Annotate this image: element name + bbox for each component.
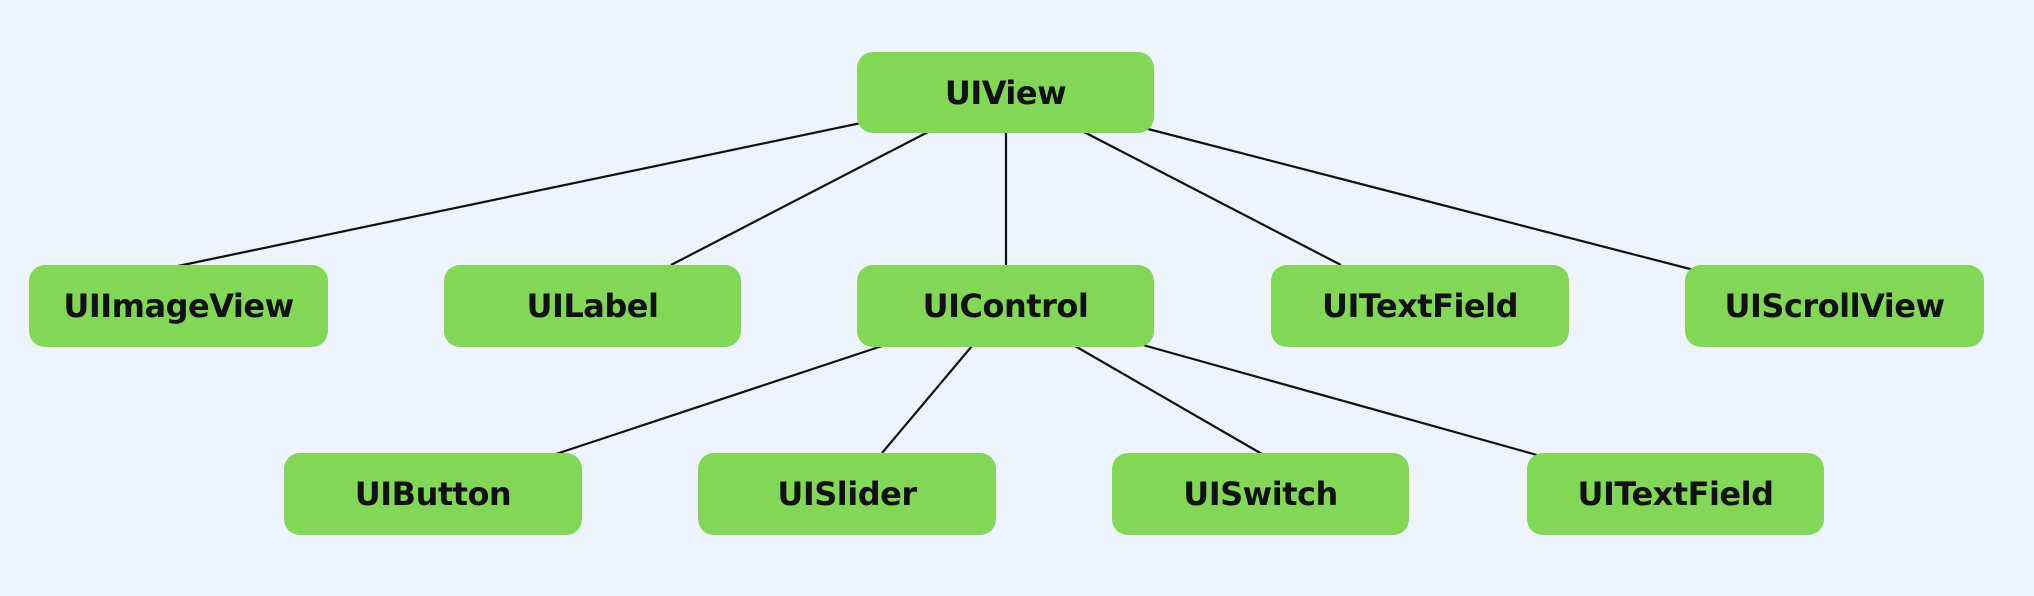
node-uitextfield: UITextField [1271, 265, 1569, 347]
node-uislider: UISlider [698, 453, 996, 535]
node-uiscrollview: UIScrollView [1685, 265, 1984, 347]
node-uitextfield-control: UITextField [1527, 453, 1824, 535]
node-uibutton: UIButton [284, 453, 582, 535]
node-label: UIView [944, 73, 1067, 112]
edge-uicontrol-uitextfield [1142, 343, 1538, 457]
node-label: UITextField [1321, 287, 1519, 325]
node-label: UISlider [777, 475, 917, 513]
node-label: UIButton [354, 475, 512, 513]
node-label: UISwitch [1183, 475, 1338, 513]
node-label: UIImageView [63, 287, 294, 325]
edge-uicontrol-uiswitch [1074, 345, 1263, 455]
node-uiview: UIView [857, 52, 1154, 133]
node-uilabel: UILabel [444, 265, 741, 347]
node-label: UIScrollView [1724, 287, 1945, 325]
node-label: UILabel [526, 287, 659, 325]
node-label: UITextField [1577, 475, 1774, 513]
edge-uiview-uiscrollview [1147, 127, 1695, 272]
edge-uicontrol-uislider [881, 345, 973, 454]
node-uiimageview: UIImageView [29, 265, 328, 347]
edge-uiview-uiimageview [177, 121, 862, 268]
node-uiswitch: UISwitch [1112, 453, 1409, 535]
edge-uiview-uitextfield [1083, 131, 1342, 266]
node-uicontrol: UIControl [857, 265, 1154, 347]
node-label: UIControl [922, 287, 1089, 325]
edge-uiview-uilabel [670, 131, 929, 266]
edge-uicontrol-uibutton [555, 344, 883, 456]
